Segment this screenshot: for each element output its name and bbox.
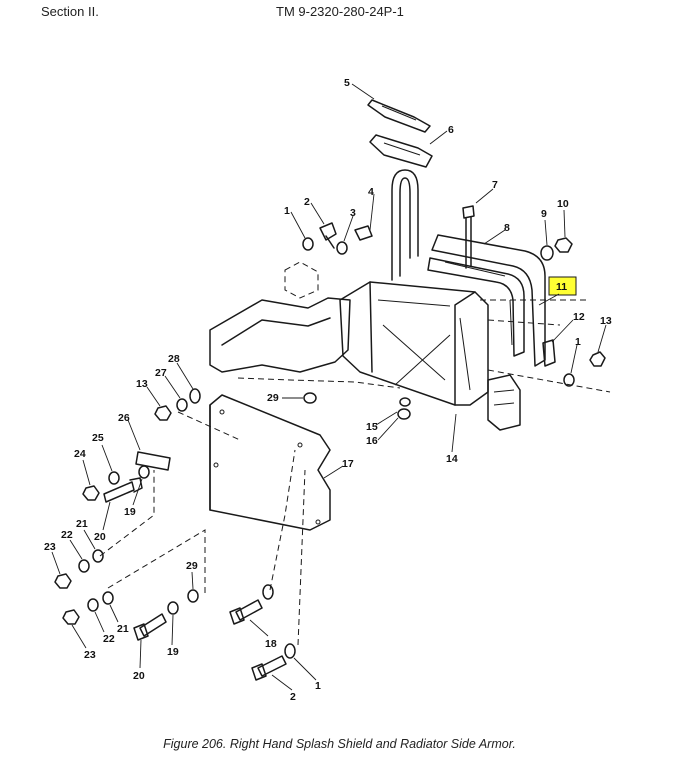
callout-2-top: 2 [304, 196, 310, 208]
part-24-nut [82, 459, 100, 501]
part-9-washer [540, 219, 554, 261]
callout-5: 5 [344, 77, 350, 89]
callout-24: 24 [74, 448, 86, 460]
part-4-u-bolt [369, 169, 419, 281]
assembly-line-left-lower [107, 529, 206, 594]
part-15-16-fastener [375, 397, 411, 441]
callout-16: 16 [366, 435, 378, 447]
part-13-nut-left [146, 386, 172, 421]
callout-18: 18 [265, 638, 277, 650]
radiator-housing [339, 281, 611, 431]
part-13-nut-right [589, 324, 607, 367]
part-20-bolt-b [133, 613, 167, 669]
splash-shield-upper [209, 261, 401, 389]
callout-3: 3 [350, 207, 356, 219]
part-26-plate [127, 419, 171, 471]
callout-29-bottom: 29 [186, 560, 198, 572]
callout-1-bottom: 1 [315, 680, 321, 692]
callout-7: 7 [492, 179, 498, 191]
callout-19-b: 19 [167, 646, 179, 658]
section-label: Section II. [41, 4, 99, 19]
part-22-washer-a [69, 539, 90, 573]
callout-12: 12 [573, 311, 585, 323]
part-2-bolt-top [310, 202, 337, 249]
figure-caption: Figure 206. Right Hand Splash Shield and… [163, 737, 516, 751]
part-28-washer [176, 362, 201, 404]
part-7-bolt [462, 188, 494, 269]
callout-23-b: 23 [84, 649, 96, 661]
part-6-insulator [369, 130, 448, 168]
leader-14 [451, 413, 457, 453]
part-19-washer-b [167, 601, 179, 646]
callout-27: 27 [155, 367, 167, 379]
callout-20-b: 20 [133, 670, 145, 682]
callout-2-bottom: 2 [290, 691, 296, 703]
callout-21-b: 21 [117, 623, 129, 635]
callout-22-a: 22 [61, 529, 73, 541]
callout-11-highlight [548, 276, 577, 296]
part-1-washer-top [290, 211, 314, 251]
callout-25: 25 [92, 432, 104, 444]
part-21-washer-a [83, 529, 104, 563]
callout-14: 14 [446, 453, 458, 465]
part-5-gasket [351, 83, 431, 133]
part-21-washer-b [102, 591, 119, 623]
part-2-bolt-bottom [251, 655, 293, 691]
callout-28: 28 [168, 353, 180, 365]
callout-1-right: 1 [575, 336, 581, 348]
callout-8: 8 [504, 222, 510, 234]
part-22-washer-b [87, 598, 105, 633]
assembly-line-bottom [269, 449, 306, 646]
part-29-washer-bottom [187, 571, 199, 603]
part-29-washer-top [282, 392, 317, 404]
part-1-washer-bottom-b [284, 643, 317, 681]
callout-11: 11 [556, 281, 567, 293]
callout-13-left: 13 [136, 378, 148, 390]
callout-29-top: 29 [267, 392, 279, 404]
callout-1-top: 1 [284, 205, 290, 217]
part-23-nut-a [51, 551, 72, 589]
part-18-bolt [229, 599, 269, 637]
callout-10: 10 [557, 198, 569, 210]
callout-6: 6 [448, 124, 454, 136]
part-27-washer [164, 375, 188, 412]
part-3-washer-top [336, 215, 354, 255]
part-25-washer [101, 444, 120, 485]
part-20-bolt-a [102, 477, 143, 531]
assembly-line-left-upper [99, 411, 241, 557]
callout-20-a: 20 [94, 531, 106, 543]
tm-number: TM 9-2320-280-24P-1 [276, 4, 404, 19]
bolt-top-center [354, 225, 373, 241]
callout-13-right: 13 [600, 315, 612, 327]
callout-26: 26 [118, 412, 130, 424]
part-8-radiator-side-armor [427, 229, 546, 367]
callout-21-a: 21 [76, 518, 88, 530]
part-17-lower-splash-shield [209, 394, 344, 531]
part-1-washer-right [563, 344, 578, 387]
callout-15: 15 [366, 421, 378, 433]
part-10-nut [554, 209, 573, 253]
callout-22-b: 22 [103, 633, 115, 645]
part-1-washer-bottom-a [262, 584, 274, 600]
callout-4: 4 [368, 186, 374, 198]
callout-17: 17 [342, 458, 354, 470]
callout-9: 9 [541, 208, 547, 220]
part-23-nut-b [62, 609, 87, 649]
callout-19-a: 19 [124, 506, 136, 518]
callout-23-a: 23 [44, 541, 56, 553]
part-12-bracket [542, 319, 574, 367]
